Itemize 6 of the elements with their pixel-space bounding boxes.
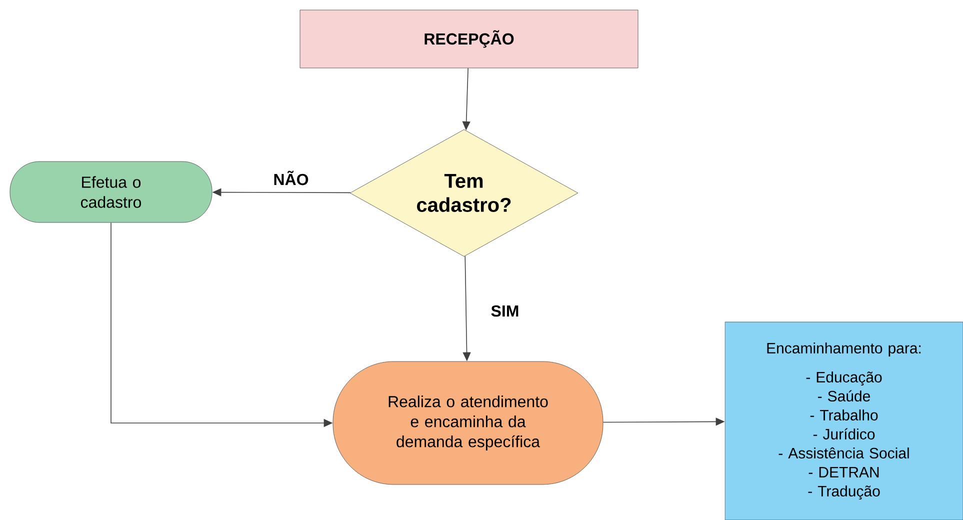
process-box: Encaminhamento para: - Educação - Saúde - Trabalho - Jurídico - Assistência Social - DETRAN - Tradução bbox=[724, 322, 963, 520]
edge-label: SIM bbox=[488, 303, 522, 319]
process-box: RECEPÇÃO bbox=[300, 10, 638, 68]
terminal-box: Realiza o atendimento e encaminha da demanda específica bbox=[332, 361, 604, 485]
terminal-box: Efetua o cadastro bbox=[10, 161, 212, 223]
edge-label: NÃO bbox=[271, 168, 311, 188]
